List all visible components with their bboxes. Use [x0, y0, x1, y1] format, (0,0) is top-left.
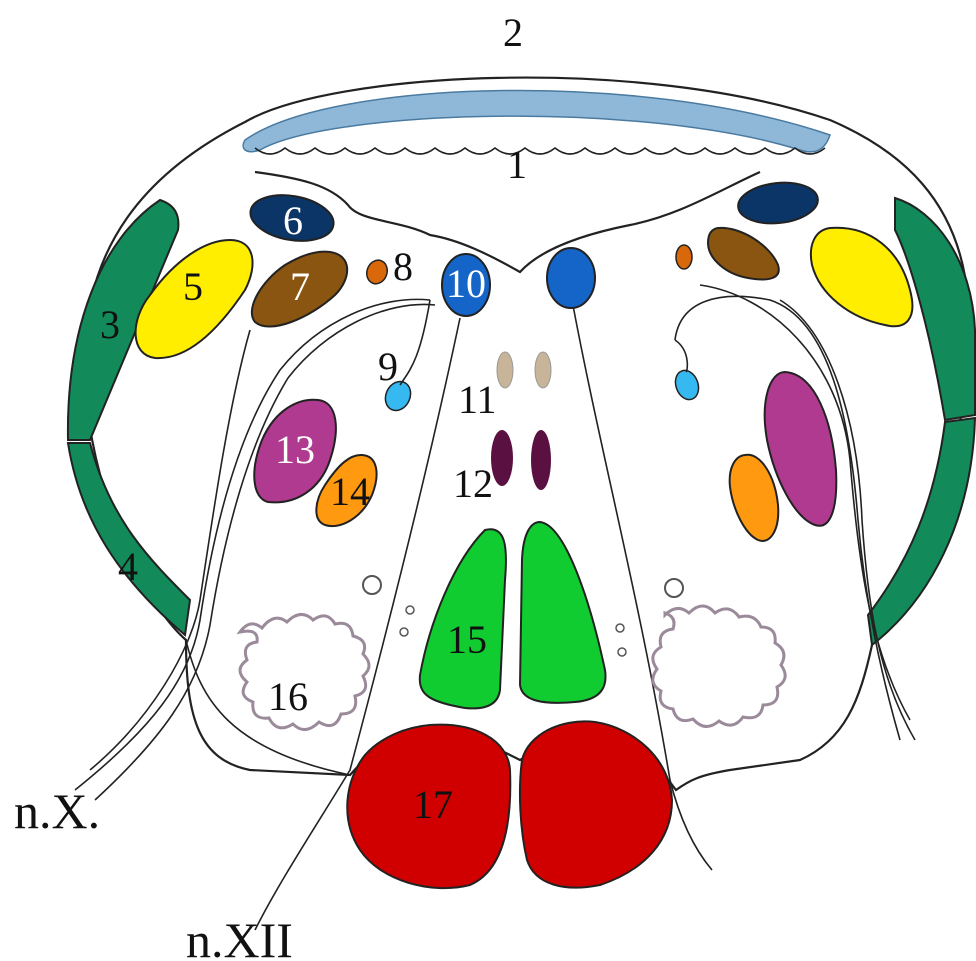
label-9: 9 — [378, 344, 398, 389]
label-nX: n.X. — [14, 783, 100, 839]
label-2: 2 — [503, 10, 523, 55]
structure-14-right — [730, 455, 779, 541]
structure-10-right — [547, 248, 595, 308]
structure-11-left — [497, 352, 513, 388]
label-15: 15 — [447, 617, 487, 662]
structure-11-right — [535, 352, 551, 388]
structure-4-right — [868, 418, 975, 645]
label-5: 5 — [183, 264, 203, 309]
label-11: 11 — [458, 377, 497, 422]
structure-9-right — [672, 367, 703, 403]
nerve-tract-left-1 — [400, 300, 430, 385]
label-8: 8 — [393, 244, 413, 289]
structure-6-right — [736, 179, 820, 227]
structure-8-right — [676, 245, 692, 269]
nerve-tract-right-4 — [780, 300, 915, 740]
small-nucleus-right-b — [616, 624, 624, 632]
label-12: 12 — [453, 461, 493, 506]
small-nucleus-left-b — [406, 606, 414, 614]
choroid-scallops — [255, 148, 825, 154]
small-nucleus-right-a — [665, 579, 683, 597]
label-13: 13 — [275, 427, 315, 472]
label-10: 10 — [446, 261, 486, 306]
label-3: 3 — [100, 302, 120, 347]
structure-4-left — [68, 443, 190, 635]
structure-12-right — [531, 430, 551, 490]
small-nucleus-left-a — [363, 576, 381, 594]
label-7: 7 — [290, 264, 310, 309]
label-4: 4 — [118, 544, 138, 589]
structure-16-right — [653, 606, 785, 727]
structure-15-right — [520, 522, 606, 703]
choroid-tela — [243, 90, 830, 151]
label-nXII: n.XII — [186, 912, 293, 961]
label-16: 16 — [268, 674, 308, 719]
small-nucleus-right-c — [618, 648, 626, 656]
structure-12-left — [491, 430, 513, 486]
label-17: 17 — [413, 782, 453, 827]
structure-8-left — [363, 257, 390, 286]
structure-7-right — [708, 228, 779, 280]
label-1: 1 — [507, 142, 527, 187]
label-14: 14 — [330, 469, 370, 514]
label-6: 6 — [283, 198, 303, 243]
small-nucleus-left-c — [400, 628, 408, 636]
structure-5-right — [811, 228, 913, 326]
nerve-tract-right-1 — [675, 340, 687, 372]
structure-17-right — [520, 721, 672, 887]
